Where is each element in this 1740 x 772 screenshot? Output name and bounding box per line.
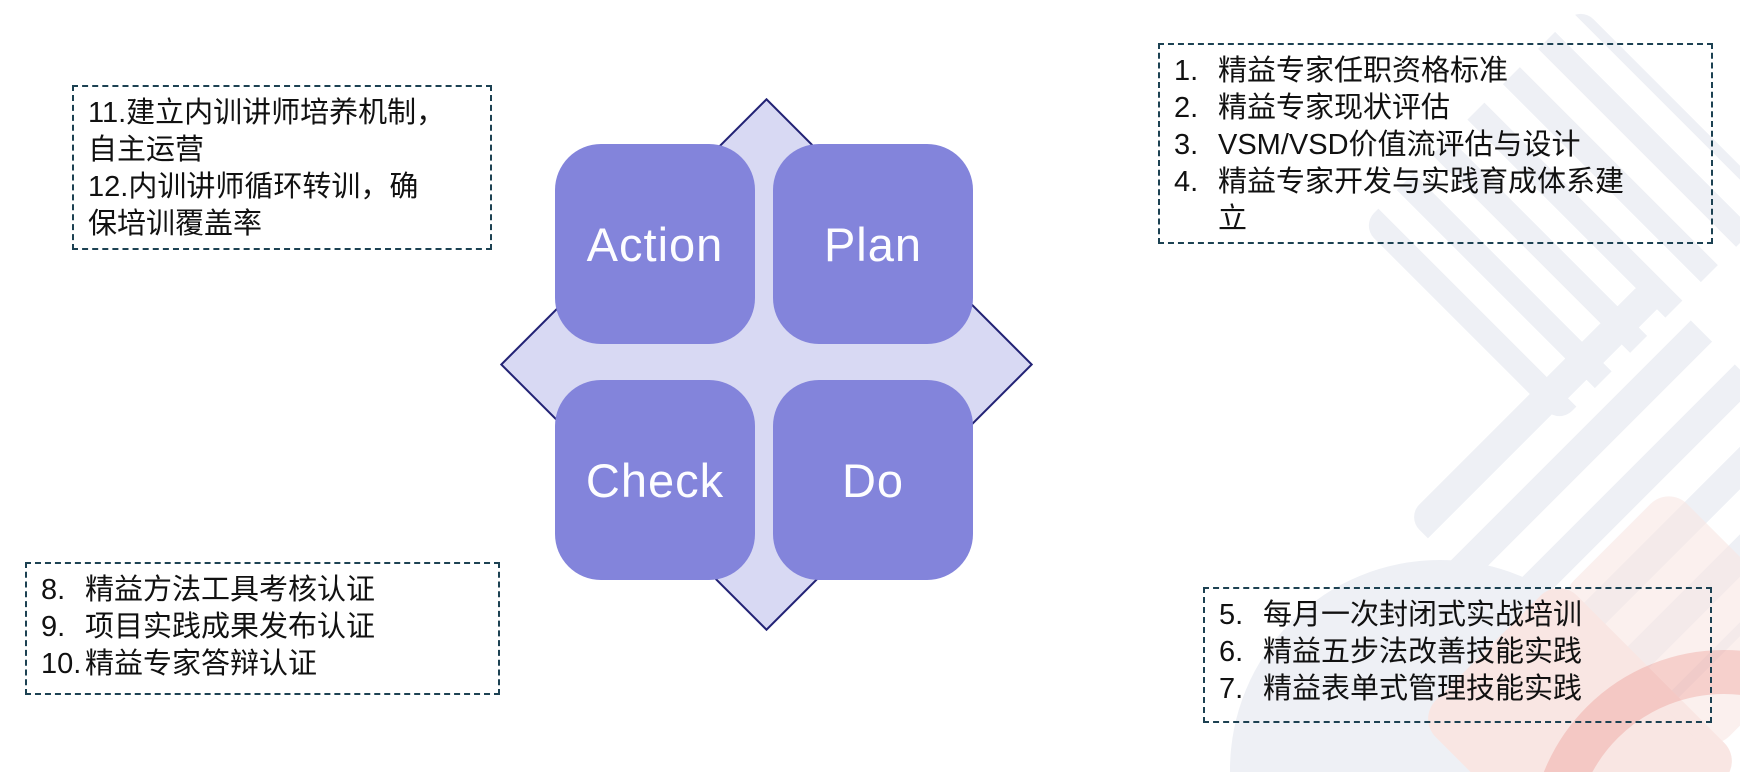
text-line: 精益专家开发与实践育成体系建: [1218, 166, 1625, 198]
list-number: 4.: [1174, 166, 1199, 198]
list-number: 10.: [41, 648, 82, 680]
text-line: 立: [1218, 203, 1248, 235]
text-line: VSM/VSD价值流评估与设计: [1218, 129, 1581, 161]
list-text: 精益专家开发与实践育成体系建立: [1218, 164, 1624, 238]
pdca-square-plan: Plan: [773, 144, 973, 344]
list-text: VSM/VSD价值流评估与设计: [1218, 127, 1581, 164]
text-line: 保培训覆盖率: [88, 208, 263, 240]
text-line: 11.建立内训讲师培养机制，: [88, 97, 446, 129]
pdca-square-check: Check: [555, 380, 755, 580]
pdca-square-action: Action: [555, 144, 755, 344]
list-text: 精益专家现状评估: [1218, 90, 1450, 127]
text-line: 精益专家任职资格标准: [1218, 55, 1509, 87]
note-box-do-items: 5. 每月一次封闭式实战培训 6. 精益五步法改善技能实践 7. 精益表单式管理技能实践: [1203, 587, 1712, 723]
list-text: 精益五步法改善技能实践: [1263, 634, 1582, 671]
list-item: 3. VSM/VSD价值流评估与设计: [1174, 127, 1697, 164]
list-text: 精益表单式管理技能实践: [1263, 671, 1582, 708]
pdca-label-check: Check: [585, 453, 725, 507]
list-text: 精益方法工具考核认证: [85, 572, 375, 609]
text-line: 精益表单式管理技能实践: [1263, 673, 1583, 705]
pdca-label-action: Action: [586, 217, 724, 271]
list-item: 2. 精益专家现状评估: [1174, 90, 1697, 127]
pdca-label-do: Do: [841, 453, 905, 507]
list-number: 8.: [41, 574, 66, 606]
list-item: 1. 精益专家任职资格标准: [1174, 53, 1697, 90]
list-number: 6.: [1219, 636, 1244, 668]
pdca-square-do: Do: [773, 380, 973, 580]
list-item: 5. 每月一次封闭式实战培训: [1219, 597, 1696, 634]
text-line: 每月一次封闭式实战培训: [1263, 599, 1583, 631]
list-number: 5.: [1219, 599, 1244, 631]
text-line: 项目实践成果发布认证: [85, 611, 376, 643]
text-line: 精益专家现状评估: [1218, 92, 1451, 124]
list-item: 7. 精益表单式管理技能实践: [1219, 671, 1696, 708]
text-line: 精益方法工具考核认证: [85, 574, 376, 606]
list-item: 8. 精益方法工具考核认证: [41, 572, 484, 609]
list-text: 精益专家答辩认证: [85, 646, 317, 683]
text-line: 精益专家答辩认证: [85, 648, 318, 680]
list-number: 2.: [1174, 92, 1199, 124]
text-line: 精益五步法改善技能实践: [1263, 636, 1583, 668]
list-text: 精益专家任职资格标准: [1218, 53, 1508, 90]
pdca-label-plan: Plan: [823, 217, 923, 271]
list-text: 每月一次封闭式实战培训: [1263, 597, 1582, 634]
list-item: 10.精益专家答辩认证: [41, 646, 484, 683]
list-item: 9. 项目实践成果发布认证: [41, 609, 484, 646]
list-number: 7.: [1219, 673, 1244, 705]
list-number: 3.: [1174, 129, 1199, 161]
list-item: 6. 精益五步法改善技能实践: [1219, 634, 1696, 671]
list-item: 4. 精益专家开发与实践育成体系建立: [1174, 164, 1697, 238]
list-number: 1.: [1174, 55, 1199, 87]
text-line: 自主运营: [88, 134, 205, 166]
note-box-action-items: 11.建立内训讲师培养机制， 自主运营 12.内训讲师循环转训，确保培训覆盖率: [72, 85, 492, 250]
text-line: 12.内训讲师循环转训，确: [88, 171, 419, 203]
list-number: 9.: [41, 611, 66, 643]
list-text: 项目实践成果发布认证: [85, 609, 375, 646]
